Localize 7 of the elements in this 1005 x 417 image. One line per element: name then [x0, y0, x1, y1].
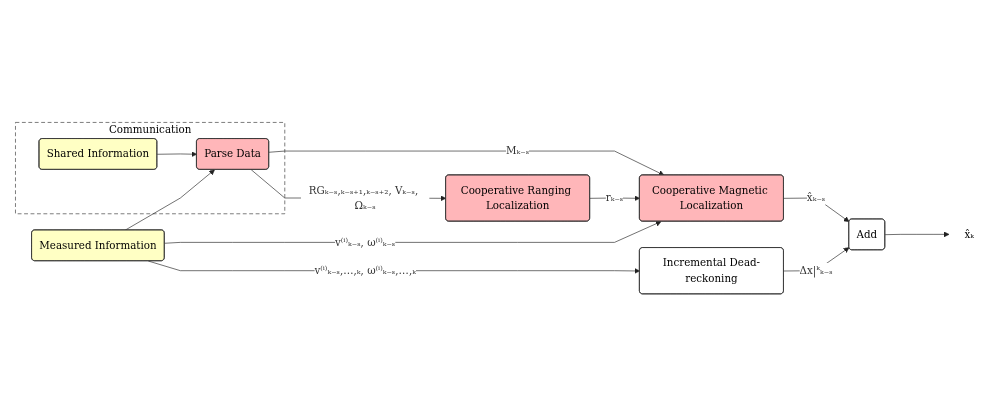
edge-label: RGₖ₋ₛ,ₖ₋ₛ₊₁,ₖ₋ₛ₊₂, Vₖ₋ₛ, Ωₖ₋ₛ: [308, 184, 419, 212]
edge-label: v⁽ⁱ⁾ₖ₋ₛ, ω⁽ⁱ⁾ₖ₋ₛ: [335, 236, 396, 249]
edge-label: x̂ₖ₋ₛ: [806, 191, 826, 205]
edge-label: Mₖ₋ₛ: [506, 144, 530, 158]
edge-label: rₖ₋ₛ: [605, 191, 624, 205]
edge-label: v⁽ⁱ⁾ₖ₋ₛ,…,ₖ, ω⁽ⁱ⁾ₖ₋ₛ,…,ₖ: [314, 264, 416, 277]
edge-label: Δx|ᵏₖ₋ₛ: [799, 264, 833, 277]
